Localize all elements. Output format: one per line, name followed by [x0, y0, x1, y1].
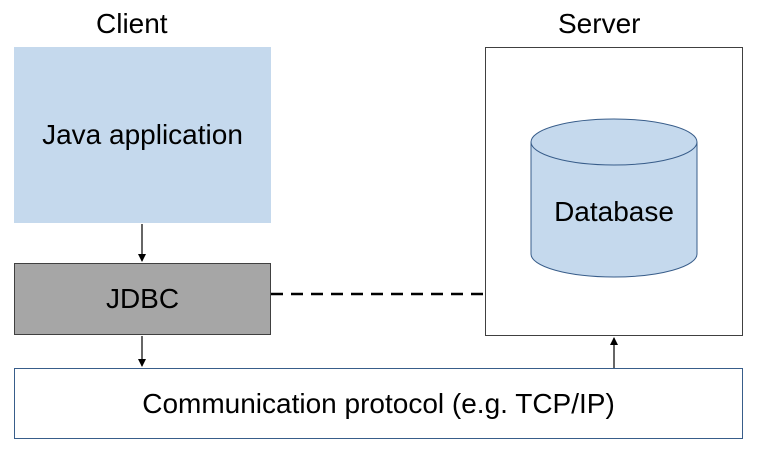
java-application-label: Java application	[42, 119, 243, 150]
client-label: Client	[96, 8, 168, 39]
communication-protocol-label: Communication protocol (e.g. TCP/IP)	[142, 387, 615, 419]
jdbc-box: JDBC	[14, 263, 271, 335]
server-label: Server	[558, 8, 641, 39]
server-box	[485, 47, 743, 336]
communication-protocol-box: Communication protocol (e.g. TCP/IP)	[14, 368, 743, 439]
database-label: Database	[554, 196, 674, 227]
java-application-box: Java application	[14, 47, 271, 223]
jdbc-label: JDBC	[105, 283, 180, 314]
